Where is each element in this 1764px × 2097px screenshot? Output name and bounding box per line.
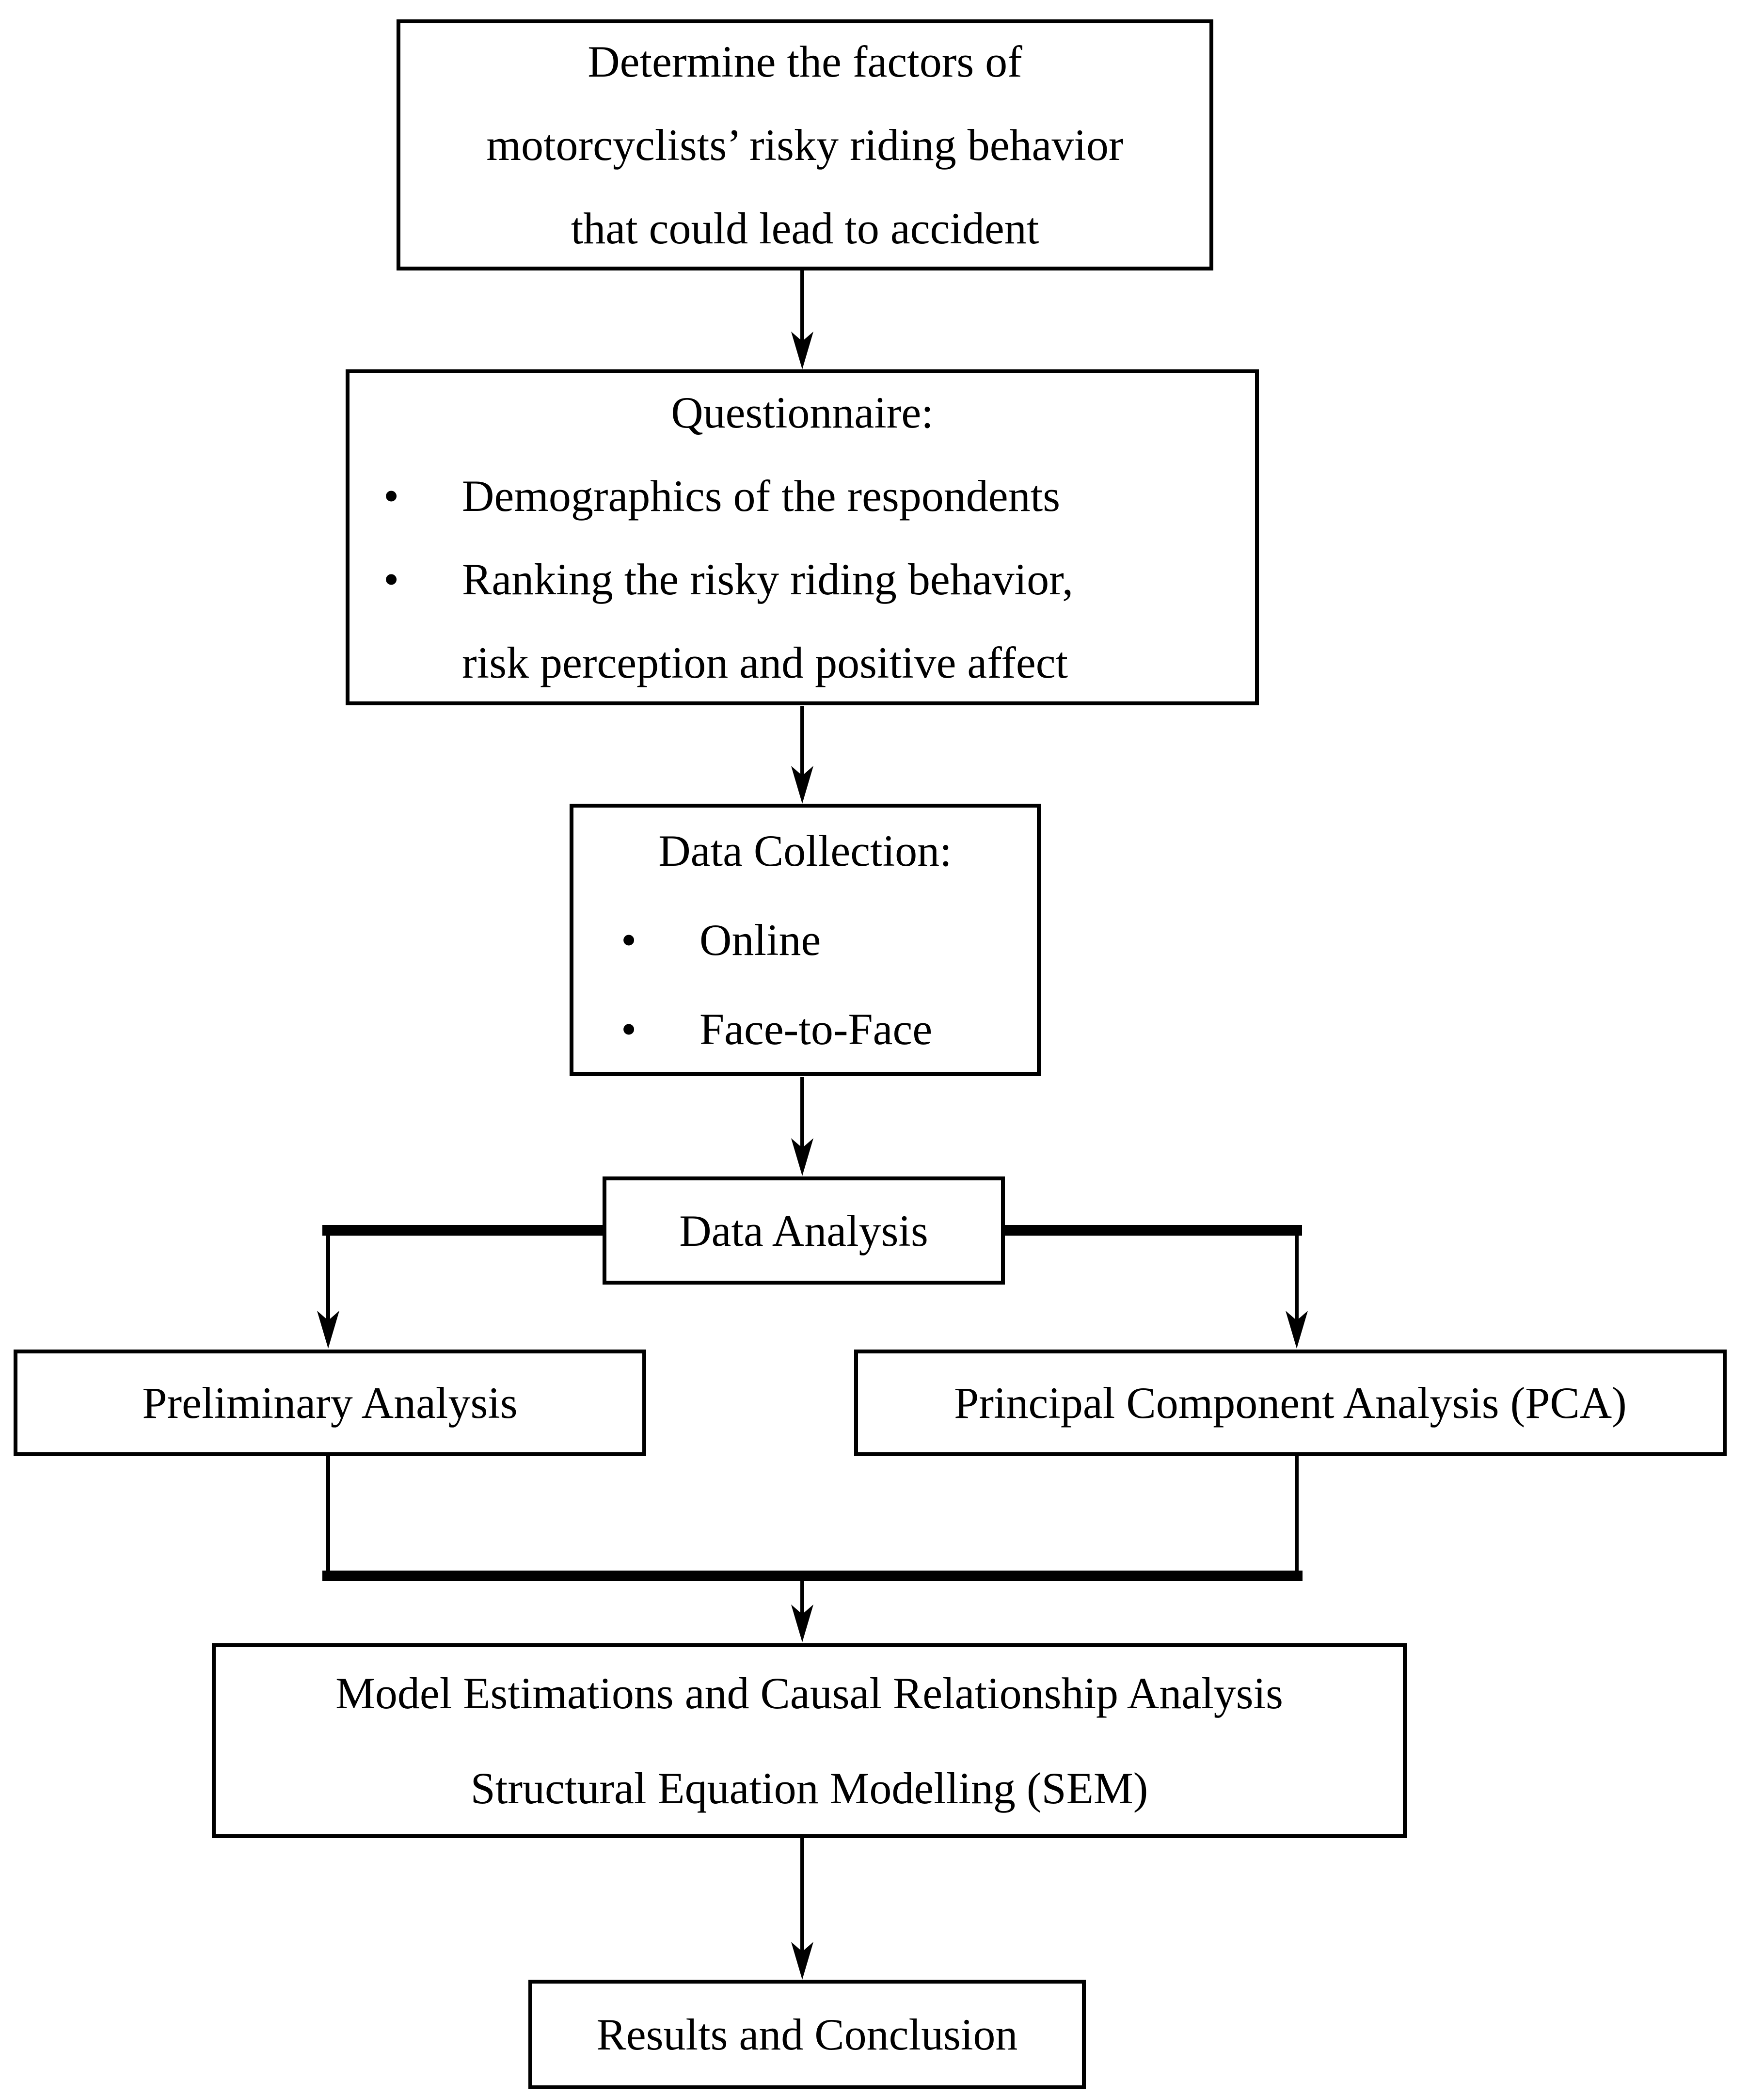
node-data-analysis: Data Analysis xyxy=(603,1176,1005,1285)
questionnaire-bullet-2-text: Ranking the risky riding behavior, risk … xyxy=(462,538,1255,704)
data-collection-bullet-2: • Face-to-Face xyxy=(573,985,1037,1074)
bullet-icon: • xyxy=(621,1004,637,1054)
preliminary-analysis-label: Preliminary Analysis xyxy=(142,1378,518,1428)
questionnaire-bullet-1: • Demographics of the respondents xyxy=(350,454,1255,538)
arrow-determine-to-questionnaire-head xyxy=(791,332,813,369)
node-data-collection: Data Collection: • Online • Face-to-Face xyxy=(570,804,1041,1076)
node-sem: Model Estimations and Causal Relationshi… xyxy=(212,1643,1407,1838)
node-pca: Principal Component Analysis (PCA) xyxy=(854,1350,1727,1456)
arrow-to-pca-head xyxy=(1286,1311,1308,1349)
data-analysis-label: Data Analysis xyxy=(679,1206,928,1255)
bullet-icon: • xyxy=(383,471,399,521)
sem-line-2: Structural Equation Modelling (SEM) xyxy=(470,1763,1148,1813)
bullet-icon: • xyxy=(383,554,399,604)
results-label: Results and Conclusion xyxy=(596,2010,1018,2059)
bullet-icon: • xyxy=(621,915,637,965)
determine-line-1: Determine the factors of xyxy=(588,37,1022,86)
data-collection-bullet-1: • Online xyxy=(573,895,1037,985)
arrow-sem-to-results-head xyxy=(791,1942,813,1980)
sem-line-1: Model Estimations and Causal Relationshi… xyxy=(335,1668,1283,1718)
questionnaire-title: Questionnaire: xyxy=(671,387,934,437)
arrow-to-preliminary-head xyxy=(317,1311,339,1349)
determine-line-3: that could lead to accident xyxy=(571,204,1039,253)
questionnaire-bullet-1-text: Demographics of the respondents xyxy=(462,471,1061,521)
questionnaire-bullet-2-line-1: Ranking the risky riding behavior, xyxy=(462,554,1074,604)
node-determine-factors: Determine the factors of motorcyclists’ … xyxy=(397,19,1213,270)
data-collection-bullet-2-text: Face-to-Face xyxy=(699,1004,933,1054)
data-collection-title: Data Collection: xyxy=(658,826,952,875)
determine-line-2: motorcyclists’ risky riding behavior xyxy=(486,120,1124,170)
pca-label: Principal Component Analysis (PCA) xyxy=(954,1378,1627,1428)
questionnaire-bullet-2: • Ranking the risky riding behavior, ris… xyxy=(350,538,1255,704)
data-collection-bullet-1-text: Online xyxy=(699,915,821,965)
arrow-questionnaire-to-collection-head xyxy=(791,766,813,804)
node-preliminary-analysis: Preliminary Analysis xyxy=(14,1350,646,1456)
questionnaire-bullet-2-line-2: risk perception and positive affect xyxy=(462,637,1068,687)
node-results-conclusion: Results and Conclusion xyxy=(528,1980,1086,2089)
arrow-collection-to-analysis-head xyxy=(791,1138,813,1176)
arrow-to-sem-head xyxy=(791,1605,813,1642)
node-questionnaire: Questionnaire: • Demographics of the res… xyxy=(346,369,1259,705)
